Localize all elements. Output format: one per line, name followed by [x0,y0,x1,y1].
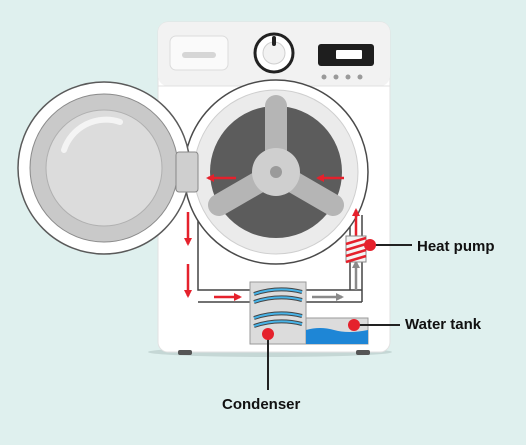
control-knob-icon [253,32,295,74]
foot-right [356,350,370,355]
heat-pump-coil-icon [345,235,367,264]
heat-pump-pointer [364,239,412,251]
return-arrow-icon [312,260,360,301]
display-panel-icon [318,44,374,80]
water-tank-label: Water tank [405,316,482,333]
open-door [17,81,199,255]
condenser-label: Condenser [222,396,301,413]
door-hinge [175,151,199,193]
heat-pump-label: Heat pump [417,238,495,255]
drum [183,79,369,265]
airflow-arrow-icon [184,174,360,301]
foot-left [178,350,192,355]
condenser-pointer [262,328,274,390]
water-tank-pointer [348,319,400,331]
condenser-coil-icon [249,281,307,345]
